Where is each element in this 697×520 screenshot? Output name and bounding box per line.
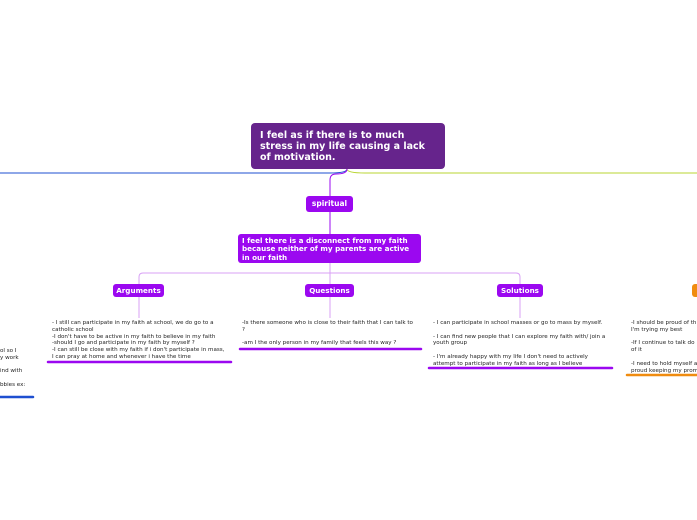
orange-partial-node[interactable]: [692, 284, 697, 297]
arguments-node[interactable]: Arguments: [113, 284, 164, 297]
spiritual-branch-line: [329, 168, 348, 196]
left-branch-line: [0, 168, 348, 174]
right-branch-line: [346, 168, 697, 174]
subtopic-node[interactable]: I feel there is a disconnect from my fai…: [238, 234, 421, 263]
right-partial-note[interactable]: -I should be proud of th I'm trying my b…: [631, 320, 697, 374]
questions-node[interactable]: Questions: [305, 284, 354, 297]
central-topic-node[interactable]: I feel as if there is to much stress in …: [251, 123, 445, 169]
arguments-note[interactable]: - I still can participate in my faith at…: [52, 320, 225, 360]
solutions-node[interactable]: Solutions: [497, 284, 543, 297]
spiritual-node[interactable]: spiritual: [306, 196, 353, 212]
solutions-note[interactable]: - I can participate in school masses or …: [433, 320, 606, 367]
subtopic-to-categories-line: [138, 263, 521, 284]
questions-note[interactable]: -Is there someone who is close to their …: [242, 320, 413, 347]
left-partial-note[interactable]: ol so I y work ind with bbies ex:: [0, 348, 26, 388]
